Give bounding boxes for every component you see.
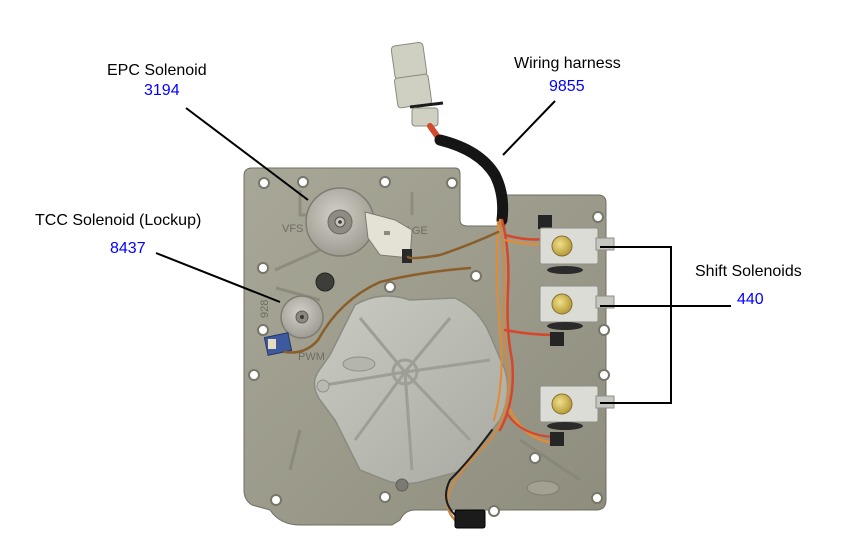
plate-marking-vfs: VFS xyxy=(282,223,303,235)
wiring-harness xyxy=(283,123,557,522)
ford-logo-plate xyxy=(526,480,560,496)
bottom-connector xyxy=(454,509,486,529)
cover-ribs xyxy=(324,317,491,471)
harness-leader-line xyxy=(502,100,556,156)
tcc-part-number: 8437 xyxy=(110,240,146,257)
plate-marking-side-code: 928 xyxy=(259,300,271,318)
epc-leader-line xyxy=(185,107,309,201)
epc-solenoid xyxy=(305,187,413,263)
shift-part-number: 440 xyxy=(737,291,764,308)
plate-marking-pwm: PWM xyxy=(298,351,325,363)
epc-solenoid-label: EPC Solenoid xyxy=(107,62,207,79)
harness-part-number: 9855 xyxy=(549,78,585,95)
pressure-tap xyxy=(315,272,335,292)
mounting-holes xyxy=(248,176,610,517)
tcc-connector xyxy=(263,332,293,356)
epc-part-number: 3194 xyxy=(144,82,180,99)
tcc-solenoid xyxy=(263,295,324,356)
shift-leader-bracket xyxy=(600,246,731,404)
shift-solenoid-3 xyxy=(539,385,615,446)
tcc-leader-line xyxy=(155,252,281,303)
wiring-harness-label: Wiring harness xyxy=(514,55,621,72)
shift-solenoids-label: Shift Solenoids xyxy=(695,263,802,280)
tcc-solenoid-label: TCC Solenoid (Lockup) xyxy=(35,212,202,229)
ford-logo-cover xyxy=(342,356,376,372)
harness-connector xyxy=(390,41,444,127)
